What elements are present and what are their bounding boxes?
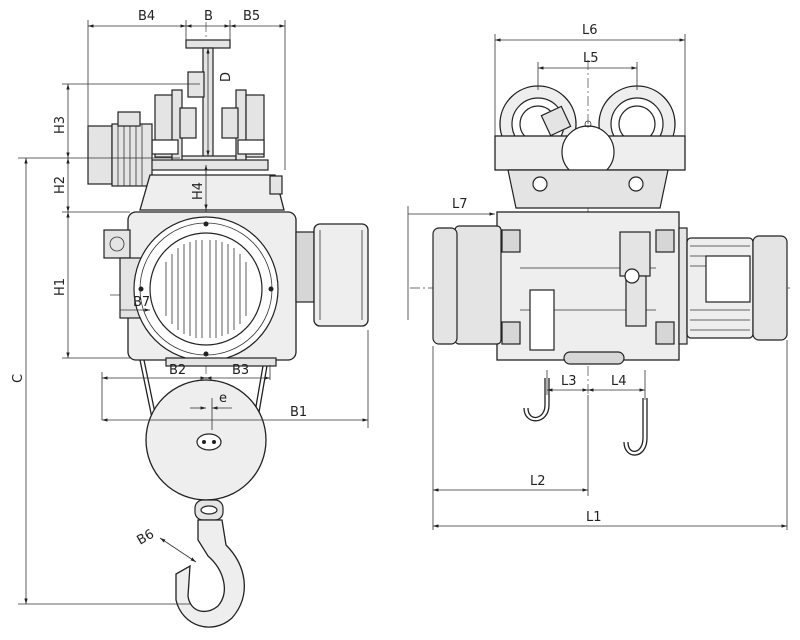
hook-left — [527, 378, 546, 419]
label-B1: B1 — [290, 405, 307, 420]
label-H2: H2 — [53, 176, 68, 194]
hook — [175, 519, 245, 628]
label-H3: H3 — [53, 116, 68, 134]
drum-end — [133, 216, 279, 362]
gearbox-housing — [139, 174, 285, 211]
label-L3: L3 — [561, 374, 577, 389]
dimension-lines — [18, 20, 788, 605]
label-B7: B7 — [133, 295, 150, 310]
rope-left — [139, 359, 153, 419]
side-hoist-body — [432, 211, 680, 365]
travel-motor — [87, 111, 153, 187]
side-view — [410, 60, 790, 456]
label-L7: L7 — [452, 197, 468, 212]
label-L2: L2 — [530, 474, 546, 489]
rope-right — [257, 359, 269, 419]
label-C: C — [11, 374, 26, 383]
trolley-frame — [149, 71, 269, 171]
label-B5: B5 — [243, 9, 260, 24]
label-L5: L5 — [583, 51, 599, 66]
label-L4: L4 — [611, 374, 627, 389]
label-B: B — [204, 9, 213, 24]
label-H4: H4 — [191, 182, 206, 200]
dimension-labels: B4 B B5 D H3 H2 H4 H1 C B7 B2 B3 e B1 B6… — [11, 9, 627, 548]
label-e: e — [219, 391, 227, 406]
label-L6: L6 — [582, 23, 598, 38]
hook-right — [627, 398, 644, 452]
label-H1: H1 — [53, 278, 68, 296]
label-D: D — [219, 72, 234, 82]
hook-block — [145, 379, 267, 521]
front-view — [87, 22, 369, 628]
label-L1: L1 — [586, 510, 602, 525]
label-B3: B3 — [232, 363, 249, 378]
hoist-motor — [678, 227, 788, 345]
label-B6: B6 — [135, 527, 157, 549]
label-B2: B2 — [169, 363, 186, 378]
label-B4: B4 — [138, 9, 155, 24]
side-trolley-frame — [494, 105, 686, 209]
